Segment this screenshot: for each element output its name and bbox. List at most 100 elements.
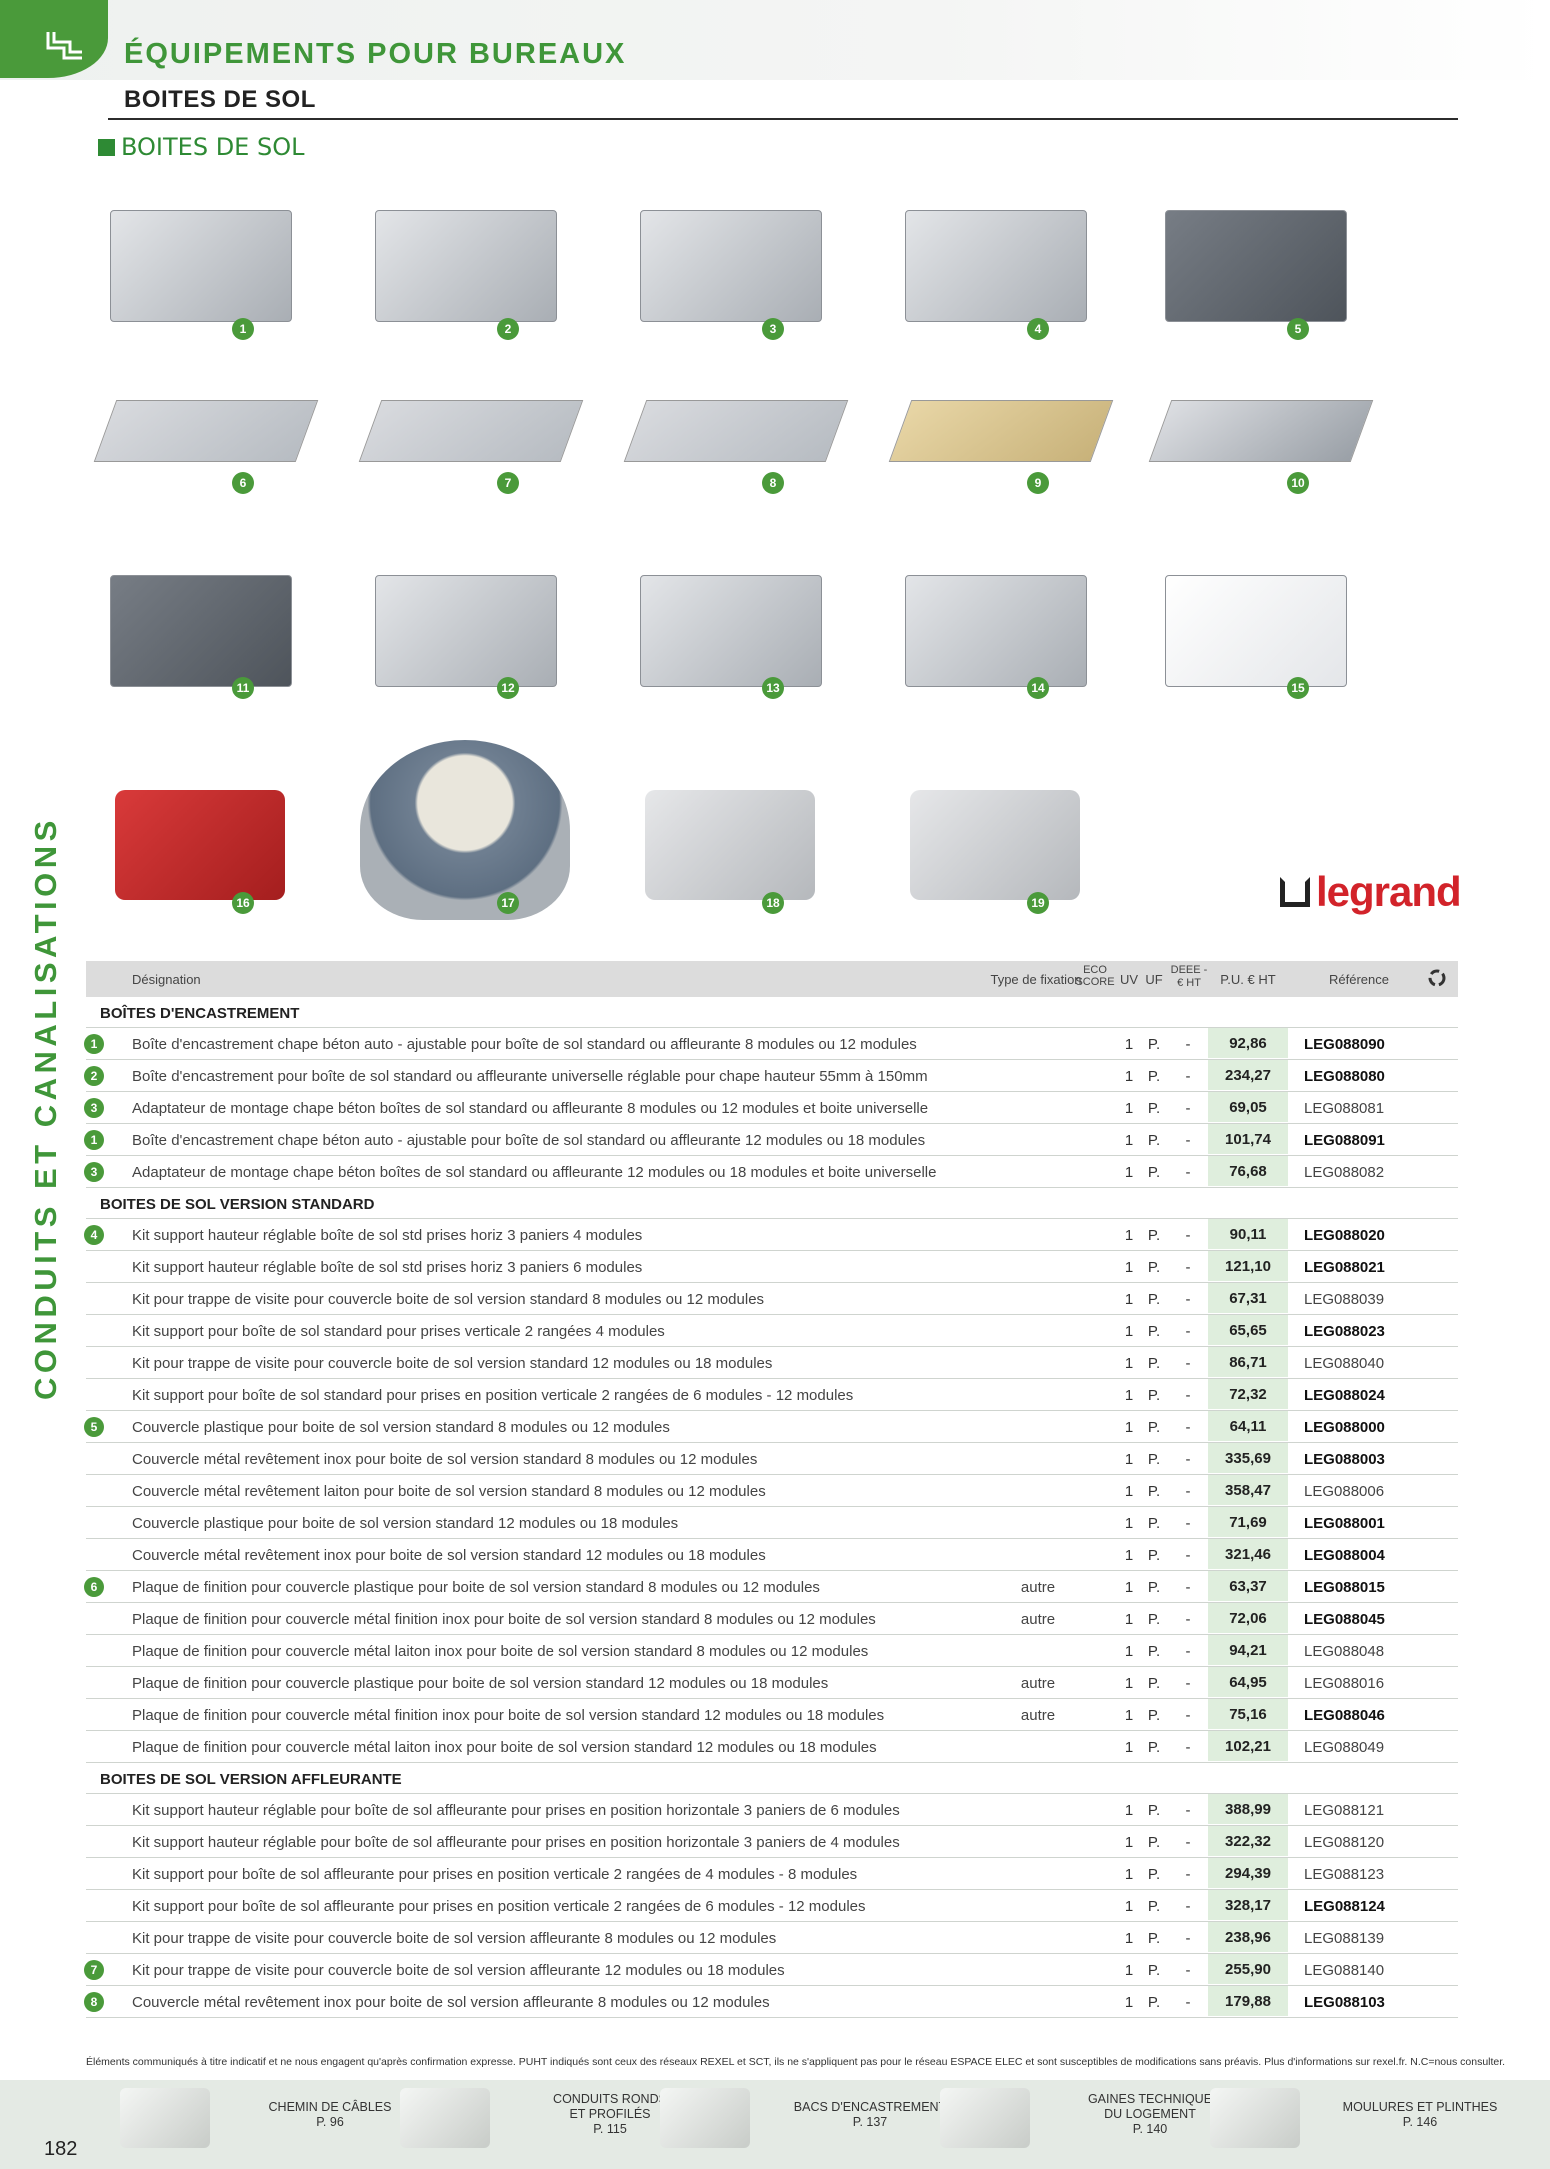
cell-deee: -	[1185, 1834, 1191, 1851]
cell-deee: -	[1185, 1387, 1191, 1404]
cell-fixation: autre	[1020, 1707, 1056, 1724]
cell-reference: LEG088004	[1304, 1547, 1385, 1564]
product-image-17: 17	[360, 740, 570, 920]
cell-uf: P.	[1147, 1515, 1161, 1532]
cell-deee: -	[1185, 1675, 1191, 1692]
page-number: 182	[44, 2138, 78, 2160]
cell-price: 86,71	[1208, 1347, 1288, 1377]
cell-price: 328,17	[1208, 1890, 1288, 1920]
table-section-header: BOITES DE SOL VERSION AFFLEURANTE	[86, 1763, 1458, 1794]
cell-uf: P.	[1147, 1227, 1161, 1244]
cell-designation: Boîte d'encastrement chape béton auto - …	[132, 1132, 926, 1149]
cell-price: 121,10	[1208, 1251, 1288, 1281]
product-illustration	[888, 400, 1114, 462]
product-marker: 4	[84, 1225, 104, 1245]
cell-designation: Plaque de finition pour couvercle métal …	[132, 1707, 885, 1724]
product-marker: 7	[84, 1960, 104, 1980]
footer-nav-text: P. 115	[593, 2122, 627, 2136]
cell-uv: 1	[1124, 1611, 1134, 1628]
cell-price: 388,99	[1208, 1794, 1288, 1824]
cell-uf: P.	[1147, 1547, 1161, 1564]
table-row: Plaque de finition pour couvercle plasti…	[86, 1667, 1458, 1699]
cell-reference: LEG088140	[1304, 1962, 1385, 1979]
cell-price: 76,68	[1208, 1156, 1288, 1186]
footer-nav-text: BACS D'ENCASTREMENT	[793, 2100, 947, 2114]
cell-deee: -	[1185, 1898, 1191, 1915]
cell-price: 71,69	[1208, 1507, 1288, 1537]
product-illustration	[115, 790, 285, 900]
cell-deee: -	[1185, 1611, 1191, 1628]
footer-nav-text: ET PROFILÉS	[569, 2107, 651, 2121]
product-image-4: 4	[890, 190, 1100, 340]
cell-uf: P.	[1147, 1355, 1161, 1372]
cell-price: 94,21	[1208, 1635, 1288, 1665]
cell-uf: P.	[1147, 1419, 1161, 1436]
cell-designation: Adaptateur de montage chape béton boîtes…	[132, 1164, 937, 1181]
product-number-badge: 14	[1027, 677, 1049, 699]
title-divider	[108, 118, 1458, 120]
cell-uv: 1	[1124, 1898, 1134, 1915]
cell-uf: P.	[1147, 1898, 1161, 1915]
cell-price: 102,21	[1208, 1731, 1288, 1761]
cell-deee: -	[1185, 1579, 1191, 1596]
footer-nav-text: MOULURES ET PLINTHES	[1342, 2100, 1498, 2114]
header-uv: UV	[1119, 972, 1139, 987]
cell-uf: P.	[1147, 1962, 1161, 1979]
product-illustration	[905, 575, 1087, 687]
page-title: BOITES DE SOL	[124, 86, 316, 113]
cell-uv: 1	[1124, 1291, 1134, 1308]
cell-designation: Couvercle plastique pour boite de sol ve…	[132, 1515, 679, 1532]
header-fixation: Type de fixation	[990, 972, 1082, 987]
cell-price: 72,06	[1208, 1603, 1288, 1633]
cell-uf: P.	[1147, 1259, 1161, 1276]
product-number-badge: 7	[497, 472, 519, 494]
cell-uf: P.	[1147, 1611, 1161, 1628]
cell-reference: LEG088001	[1304, 1515, 1385, 1532]
cell-designation: Couvercle métal revêtement inox pour boi…	[132, 1994, 770, 2011]
table-body: BOÎTES D'ENCASTREMENT 1 Boîte d'encastreme…	[84, 997, 1458, 2018]
cell-uf: P.	[1147, 1994, 1161, 2011]
cell-price: 69,05	[1208, 1092, 1288, 1122]
table-section-header: BOÎTES D'ENCASTREMENT	[86, 997, 1458, 1028]
cell-deee: -	[1185, 1036, 1191, 1053]
table-header: Désignation Type de fixation ECO SCORE U…	[86, 961, 1458, 997]
cell-uf: P.	[1147, 1036, 1161, 1053]
footer-nav-text: DU LOGEMENT	[1104, 2107, 1196, 2121]
footer-nav-thumbnail	[1210, 2088, 1300, 2148]
section-label: BOITES DE SOL VERSION STANDARD	[100, 1196, 375, 1213]
cell-uv: 1	[1124, 1962, 1134, 1979]
product-number-badge: 8	[762, 472, 784, 494]
cell-designation: Plaque de finition pour couvercle métal …	[132, 1611, 876, 1628]
table-row: Kit pour trappe de visite pour couvercle…	[86, 1283, 1458, 1315]
product-illustration	[645, 790, 815, 900]
cell-reference: LEG088082	[1304, 1164, 1385, 1181]
cell-uf: P.	[1147, 1834, 1161, 1851]
product-illustration	[910, 790, 1080, 900]
cell-uv: 1	[1124, 1323, 1134, 1340]
recycle-icon	[1426, 968, 1448, 991]
cell-deee: -	[1185, 1132, 1191, 1149]
cell-deee: -	[1185, 1994, 1191, 2011]
product-number-badge: 12	[497, 677, 519, 699]
cell-reference: LEG088000	[1304, 1419, 1385, 1436]
cell-reference: LEG088003	[1304, 1451, 1385, 1468]
product-number-badge: 9	[1027, 472, 1049, 494]
header-bar	[0, 0, 1550, 80]
product-number-badge: 16	[232, 892, 254, 914]
cell-uv: 1	[1124, 1387, 1134, 1404]
cell-price: 321,46	[1208, 1539, 1288, 1569]
cell-fixation: autre	[1020, 1579, 1056, 1596]
cell-uf: P.	[1147, 1930, 1161, 1947]
table-row: Couvercle plastique pour boite de sol ve…	[86, 1507, 1458, 1539]
group-title: BOITES DE SOL	[98, 133, 304, 161]
product-number-badge: 1	[232, 318, 254, 340]
cell-reference: LEG088021	[1304, 1259, 1385, 1276]
